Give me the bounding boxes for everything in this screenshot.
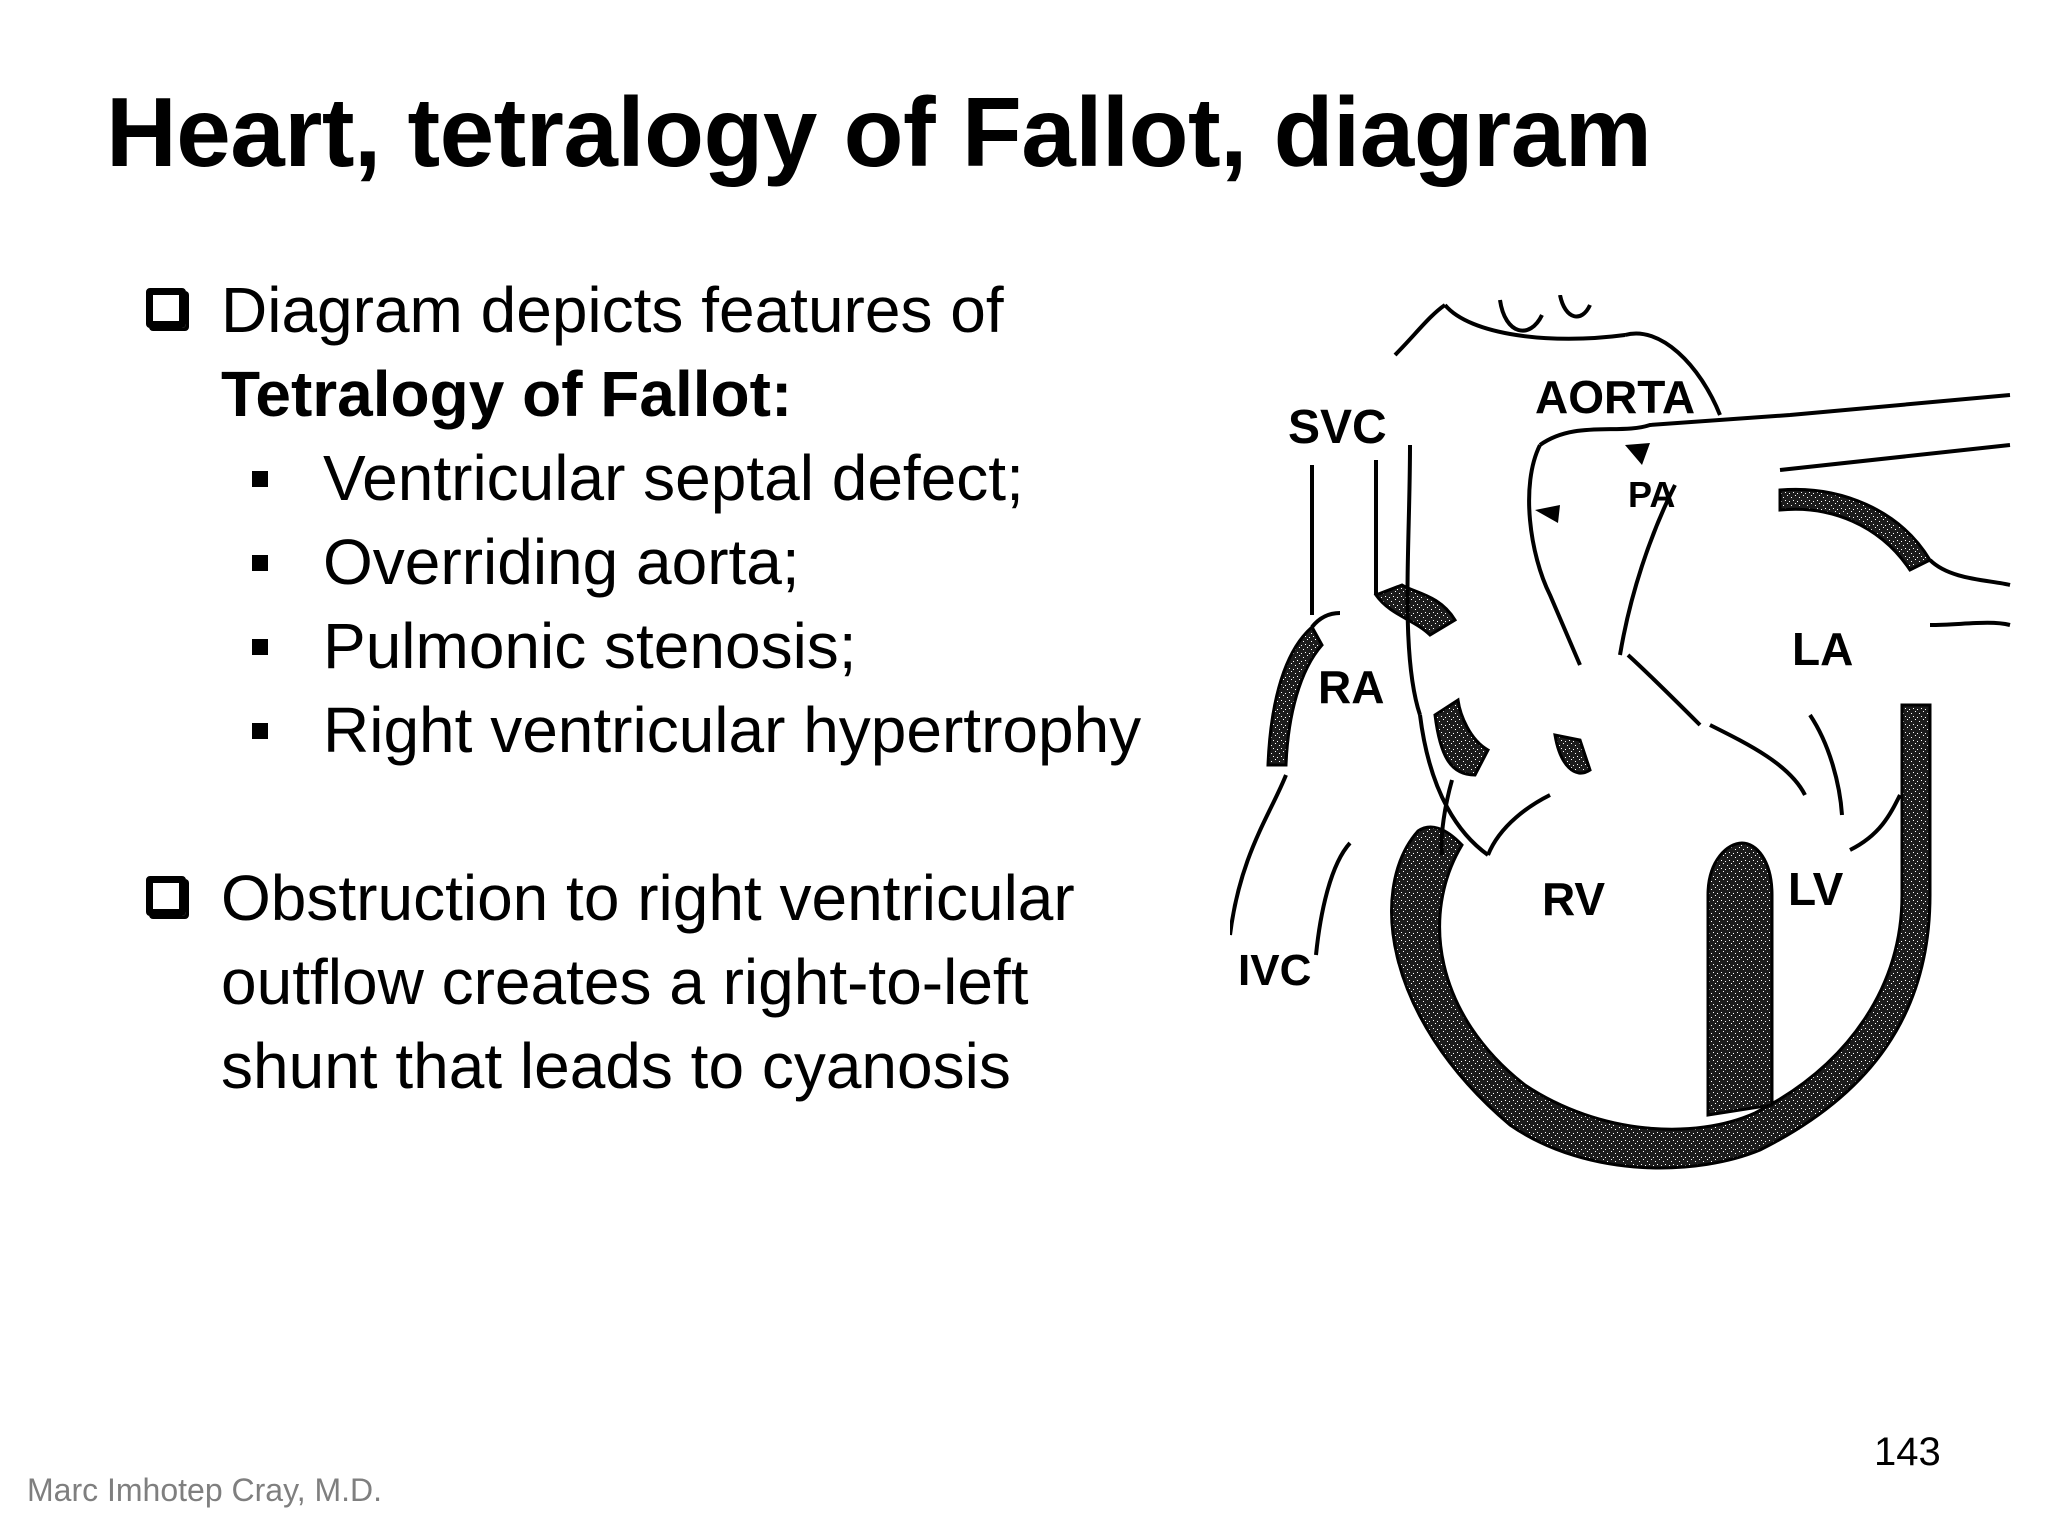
label-rv: RV (1542, 873, 1605, 925)
slide-body: Diagram depicts features of Tetralogy of… (140, 268, 1230, 1108)
ivc-vessel (1230, 774, 1352, 956)
feature-list: Ventricular septal defect; Overriding ao… (140, 436, 1230, 772)
list-item: Overriding aorta; (240, 520, 1230, 604)
square-bullet-icon (252, 723, 268, 739)
aorta-vessel (1393, 303, 1722, 716)
page-number: 143 (1874, 1430, 1941, 1474)
label-lv: LV (1788, 863, 1844, 915)
spacer (140, 772, 1230, 856)
intro-line: Diagram depicts features of (221, 274, 1004, 346)
feature-text: Right ventricular hypertrophy (323, 694, 1142, 766)
mitral-valve (1553, 733, 1592, 775)
list-item: Right ventricular hypertrophy (240, 688, 1230, 772)
list-item: Ventricular septal defect; (240, 436, 1230, 520)
list-item: Pulmonic stenosis; (240, 604, 1230, 688)
pulmonary-artery (1527, 393, 2011, 666)
author-footer: Marc Imhotep Cray, M.D. (27, 1472, 383, 1508)
aorta-arch-cusps (1498, 295, 1592, 333)
right-atrium-wall (1266, 624, 1324, 767)
tricuspid-valve (1433, 697, 1491, 777)
checkbox-bullet-icon (146, 288, 186, 328)
intro-heading: Tetralogy of Fallot: (221, 358, 793, 430)
ventricular-septum (1706, 841, 1774, 1117)
heart-diagram: SVC AORTA PA RA LA RV LV IVC (1230, 295, 2020, 1175)
square-bullet-icon (252, 555, 268, 571)
vsd-edge (1486, 653, 1702, 856)
feature-block: Diagram depicts features of Tetralogy of… (140, 268, 1230, 436)
checkbox-bullet-icon (146, 876, 186, 916)
left-atrium-wall (1778, 487, 1933, 572)
slide-title: Heart, tetralogy of Fallot, diagram (106, 77, 1652, 187)
feature-text: Pulmonic stenosis; (323, 610, 857, 682)
svc-vessel (1310, 460, 1378, 615)
chordae (1439, 713, 1902, 856)
pulmonic-stenosis-valve (1535, 443, 1650, 523)
feature-text: Overriding aorta; (323, 526, 800, 598)
label-svc: SVC (1288, 401, 1387, 454)
square-bullet-icon (252, 471, 268, 487)
note-line: outflow creates a right-to-left (221, 946, 1029, 1018)
square-bullet-icon (252, 639, 268, 655)
left-atrium-outline (1928, 558, 2011, 627)
svc-junction (1373, 583, 1458, 637)
ventricular-wall (1390, 703, 1932, 1170)
label-pa: PA (1628, 474, 1675, 515)
right-atrium-outline (1310, 611, 1341, 629)
note-line: Obstruction to right ventricular (221, 862, 1075, 934)
note-line: shunt that leads to cyanosis (221, 1030, 1011, 1102)
note-block: Obstruction to right ventricular outflow… (140, 856, 1230, 1108)
label-la: LA (1792, 623, 1853, 675)
label-ivc: IVC (1238, 946, 1311, 995)
label-ra: RA (1318, 661, 1384, 713)
feature-text: Ventricular septal defect; (323, 442, 1024, 514)
label-aorta: AORTA (1535, 371, 1695, 423)
